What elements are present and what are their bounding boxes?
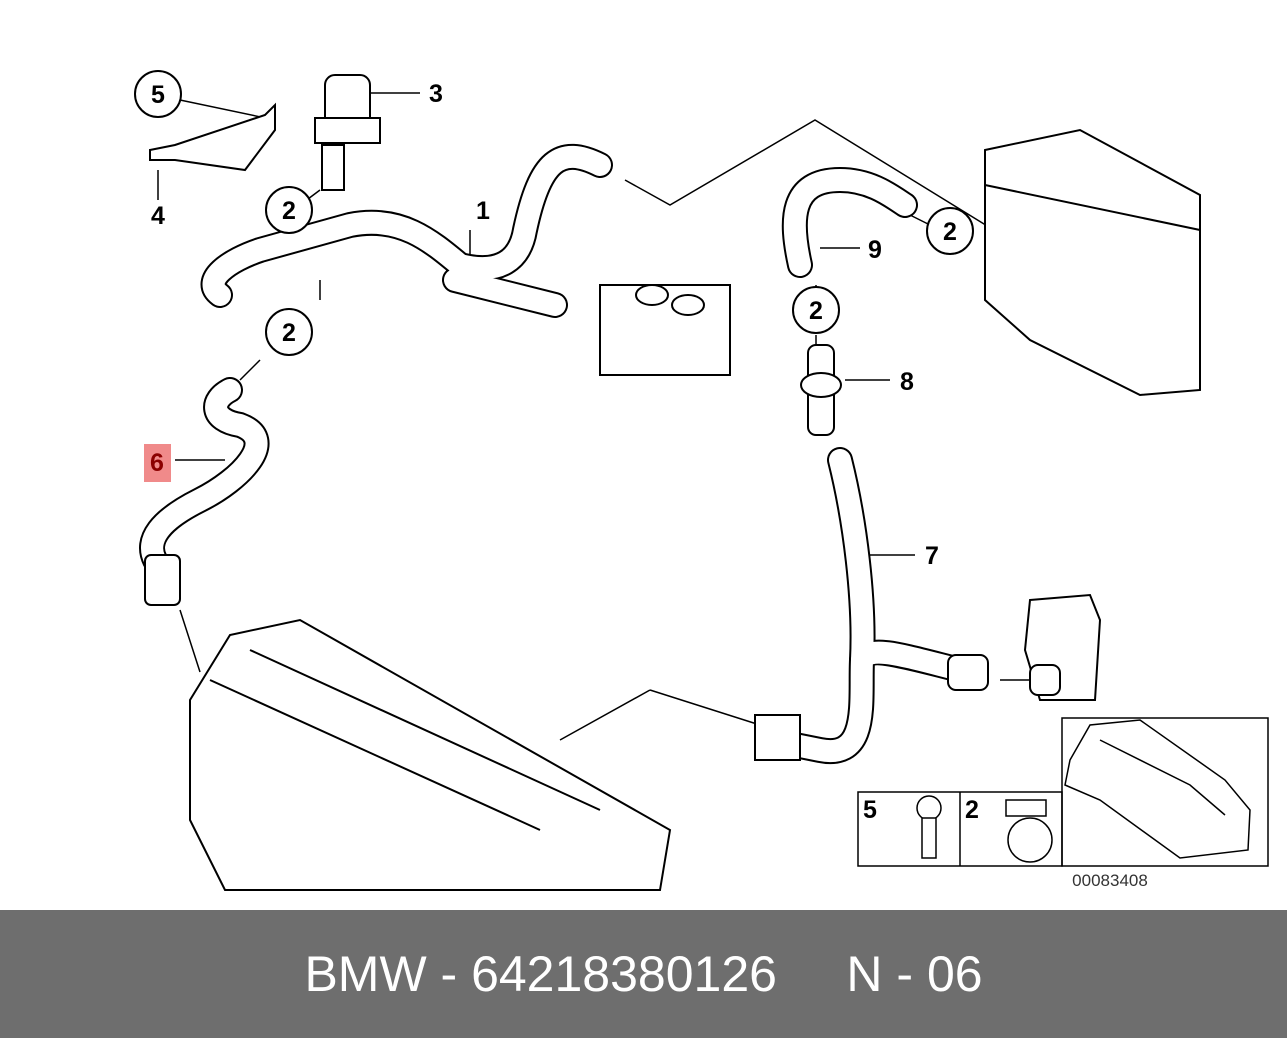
- inset-label-5: 5: [863, 796, 877, 824]
- label-part-9[interactable]: 9: [868, 236, 882, 264]
- part-number-banner: BMW - 64218380126 N - 06: [0, 910, 1287, 1038]
- svg-text:2: 2: [282, 319, 296, 347]
- parts-diagram: 5 2 2 2 2 1 3 4 6 7 8 9 5 2 00083408: [134, 70, 1269, 891]
- callout-5[interactable]: 5: [134, 70, 182, 118]
- svg-text:2: 2: [809, 297, 823, 325]
- svg-text:5: 5: [151, 81, 165, 109]
- svg-text:2: 2: [943, 218, 957, 246]
- label-part-6[interactable]: 6: [150, 449, 164, 477]
- bracket: [149, 102, 276, 172]
- label-part-8[interactable]: 8: [900, 368, 914, 396]
- hose-clamp-icon: [1007, 817, 1053, 863]
- callout-2[interactable]: 2: [265, 308, 313, 356]
- drawing-code: 00083408: [1072, 871, 1148, 890]
- hardware-inset: [857, 717, 1269, 867]
- callout-2[interactable]: 2: [265, 186, 313, 234]
- svg-text:2: 2: [282, 197, 296, 225]
- label-part-4[interactable]: 4: [151, 202, 165, 230]
- bolt-icon: [916, 795, 942, 821]
- label-part-1[interactable]: 1: [476, 197, 490, 225]
- callout-2[interactable]: 2: [792, 286, 840, 334]
- car-icon: [1064, 719, 1251, 859]
- label-part-7[interactable]: 7: [925, 542, 939, 570]
- callout-2[interactable]: 2: [926, 207, 974, 255]
- heater-unit: [984, 128, 1201, 397]
- inset-label-2: 2: [965, 796, 979, 824]
- footer-text: BMW - 64218380126 N - 06: [304, 946, 983, 1002]
- label-part-3[interactable]: 3: [429, 80, 443, 108]
- engine: [189, 618, 672, 891]
- highlight-part-6: [144, 444, 171, 482]
